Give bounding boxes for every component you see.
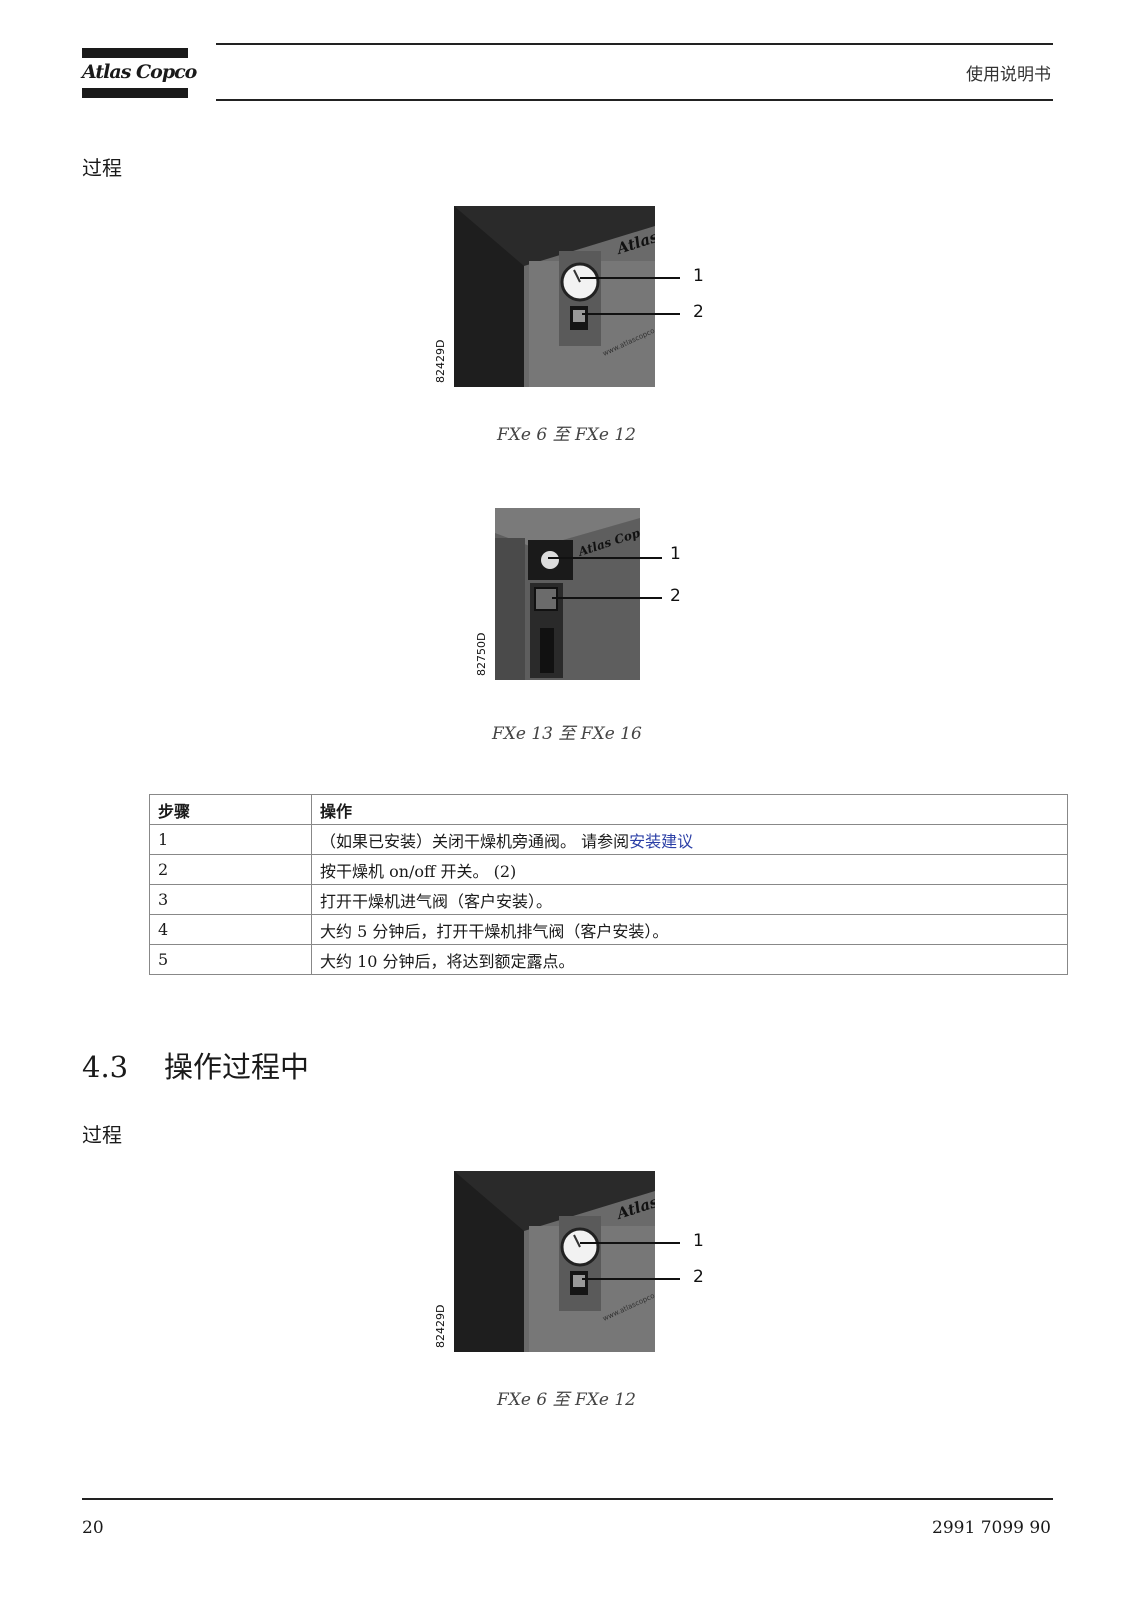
callout-2: 2 xyxy=(693,1267,704,1287)
figure-caption-3: FXe 6 至 FXe 12 xyxy=(497,1390,636,1410)
dryer-illustration: Atlas www.atlascopco.com xyxy=(454,206,655,387)
step-number: 2 xyxy=(149,854,312,885)
doc-type: 使用说明书 xyxy=(966,65,1051,85)
section-number: 4.3 xyxy=(82,1050,129,1084)
step-action: 大约 5 分钟后，打开干燥机排气阀（客户安装）。 xyxy=(311,914,1068,945)
figure-caption-1: FXe 6 至 FXe 12 xyxy=(497,425,636,445)
step-number: 4 xyxy=(149,914,312,945)
logo-text: Atlas Copco xyxy=(82,61,197,83)
table-row: 4 大约 5 分钟后，打开干燥机排气阀（客户安装）。 xyxy=(149,914,1068,945)
table-row: 2 按干燥机 on/off 开关。 (2) xyxy=(149,854,1068,885)
procedure-label-2: 过程 xyxy=(82,1123,122,1147)
callout-2: 2 xyxy=(670,586,681,606)
procedure-label-1: 过程 xyxy=(82,156,122,180)
column-header-step: 步骤 xyxy=(149,794,312,825)
installation-advice-link[interactable]: 安装建议 xyxy=(629,831,694,851)
table-header-row: 步骤 操作 xyxy=(149,794,1068,825)
page-number: 20 xyxy=(82,1518,104,1538)
step-action: 打开干燥机进气阀（客户安装）。 xyxy=(311,884,1068,915)
doc-number: 2991 7099 90 xyxy=(932,1518,1051,1538)
callout-2: 2 xyxy=(693,302,704,322)
section-heading: 4.3 操作过程中 xyxy=(82,1044,309,1086)
figure-fxe13-16: Atlas Copco xyxy=(495,508,640,680)
step-action-text: （如果已安装）关闭干燥机旁通阀。 请参阅 xyxy=(320,831,630,851)
step-action: 大约 10 分钟后，将达到额定露点。 xyxy=(311,944,1068,975)
column-header-action: 操作 xyxy=(311,794,1068,825)
callout-1: 1 xyxy=(693,266,704,286)
step-number: 5 xyxy=(149,944,312,975)
step-number: 1 xyxy=(149,824,312,855)
section-title: 操作过程中 xyxy=(164,1050,310,1084)
atlas-copco-logo: Atlas Copco xyxy=(82,48,197,100)
steps-table: 步骤 操作 1 （如果已安装）关闭干燥机旁通阀。 请参阅安装建议 2 按干燥机 … xyxy=(149,794,1068,975)
table-row: 5 大约 10 分钟后，将达到额定露点。 xyxy=(149,944,1068,975)
figure-id: 82429D xyxy=(434,1304,447,1348)
footer-rule xyxy=(82,1498,1053,1500)
figure-id: 82750D xyxy=(475,632,488,676)
step-action: 按干燥机 on/off 开关。 (2) xyxy=(311,854,1068,885)
step-action: （如果已安装）关闭干燥机旁通阀。 请参阅安装建议 xyxy=(311,824,1068,855)
callout-lines-fig2 xyxy=(548,557,662,599)
callout-lines-fig3 xyxy=(580,1242,680,1280)
figure-id: 82429D xyxy=(434,339,447,383)
figure-fxe6-12-bottom: Atlas www.atlascopco.com xyxy=(454,1171,655,1352)
dryer-illustration: Atlas www.atlascopco.com xyxy=(454,1171,655,1352)
figure-fxe6-12-top: Atlas www.atlascopco.com xyxy=(454,206,655,387)
step-number: 3 xyxy=(149,884,312,915)
callout-1: 1 xyxy=(670,544,681,564)
table-row: 3 打开干燥机进气阀（客户安装）。 xyxy=(149,884,1068,915)
callout-1: 1 xyxy=(693,1231,704,1251)
callout-lines-fig1 xyxy=(580,277,680,315)
header-rule-bottom xyxy=(216,99,1053,101)
dryer-illustration: Atlas Copco xyxy=(495,508,640,680)
table-row: 1 （如果已安装）关闭干燥机旁通阀。 请参阅安装建议 xyxy=(149,824,1068,855)
figure-caption-2: FXe 13 至 FXe 16 xyxy=(492,724,642,744)
header-rule-top xyxy=(216,43,1053,45)
